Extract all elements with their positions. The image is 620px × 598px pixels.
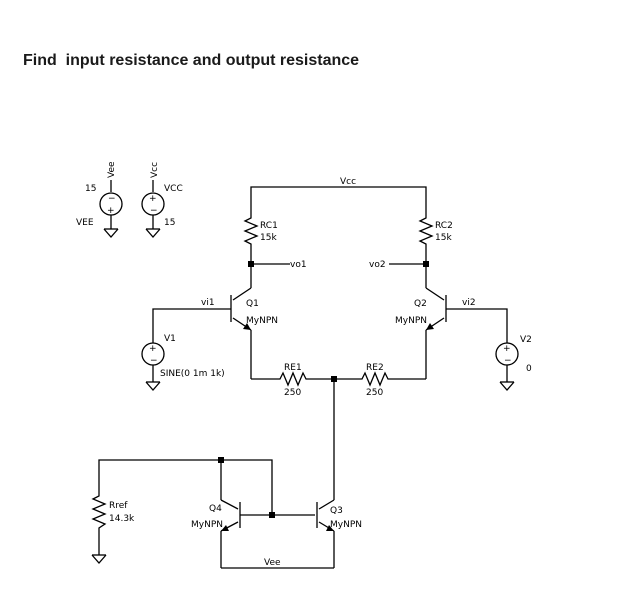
q2-model: MyNPN: [395, 316, 427, 326]
svg-text:−: −: [150, 356, 158, 366]
q1-model: MyNPN: [246, 316, 278, 326]
vee-net-label: Vee: [107, 161, 117, 178]
transistor-q4: Q4 MyNPN: [191, 499, 241, 568]
re2-name: RE2: [366, 363, 384, 373]
resistor-rc2: RC2 15k: [418, 213, 453, 264]
question-title: Find input resistance and output resista…: [23, 52, 360, 69]
q1-name: Q1: [246, 299, 259, 309]
svg-text:+: +: [149, 344, 157, 354]
svg-text:+: +: [107, 206, 115, 216]
resistor-rref: Rref 14.3k: [91, 459, 221, 564]
resistor-re2: RE2 250: [334, 363, 426, 398]
rc1-value: 15k: [260, 233, 277, 243]
rc2-value: 15k: [435, 233, 452, 243]
vee-rail-label: Vee: [264, 558, 281, 568]
q3-name: Q3: [330, 506, 343, 516]
vee-source-value: 15: [85, 184, 96, 194]
q4-name: Q4: [209, 504, 222, 514]
vcc-net-label: Vcc: [150, 162, 160, 178]
svg-text:+: +: [503, 344, 511, 354]
transistor-q3: Q3 MyNPN: [316, 499, 362, 568]
vo1-label: vo1: [290, 260, 307, 270]
rref-name: Rref: [109, 501, 128, 511]
svg-text:−: −: [108, 194, 116, 204]
source-v1: + − V1 SINE(0 1m 1k): [141, 334, 225, 391]
transistor-q1: Q1 MyNPN: [230, 264, 278, 379]
vcc-rail-label: Vcc: [340, 177, 356, 187]
q4-model: MyNPN: [191, 520, 223, 530]
resistor-rc1: RC1 15k: [243, 213, 278, 264]
re2-value: 250: [366, 388, 383, 398]
input-vi2: vi2: [446, 298, 508, 343]
vcc-source-value: 15: [164, 218, 175, 228]
vee-rail: Vee: [221, 558, 334, 569]
v1-value: SINE(0 1m 1k): [160, 369, 225, 379]
tail-node: [331, 376, 337, 500]
transistor-q2: Q2 MyNPN: [395, 264, 447, 379]
vcc-source-name: VCC: [164, 184, 183, 194]
v2-value: 0: [526, 364, 532, 374]
vi2-label: vi2: [462, 298, 476, 308]
v1-name: V1: [164, 334, 176, 344]
rc2-name: RC2: [435, 221, 453, 231]
input-vi1: vi1: [152, 298, 231, 343]
re1-value: 250: [284, 388, 301, 398]
mirror-wiring: [218, 457, 315, 518]
vcc-rail: Vcc: [250, 177, 427, 213]
resistor-re1: RE1 250: [251, 363, 334, 398]
v2-name: V2: [520, 335, 532, 345]
q3-model: MyNPN: [330, 520, 362, 530]
svg-text:−: −: [504, 356, 512, 366]
vo2-label: vo2: [369, 260, 386, 270]
rc1-name: RC1: [260, 221, 278, 231]
node-vo2: vo2: [369, 260, 429, 270]
vcc-source: + − Vcc VCC 15: [141, 162, 183, 238]
vi1-label: vi1: [201, 298, 215, 308]
rref-value: 14.3k: [109, 514, 135, 524]
svg-text:−: −: [150, 206, 158, 216]
source-v2: + − V2 0: [495, 335, 532, 391]
svg-text:+: +: [149, 194, 157, 204]
vee-source-name: VEE: [76, 218, 94, 228]
re1-name: RE1: [284, 363, 302, 373]
node-vo1: vo1: [248, 260, 307, 270]
q2-name: Q2: [414, 299, 427, 309]
vee-source: − + Vee 15 VEE: [76, 161, 123, 238]
